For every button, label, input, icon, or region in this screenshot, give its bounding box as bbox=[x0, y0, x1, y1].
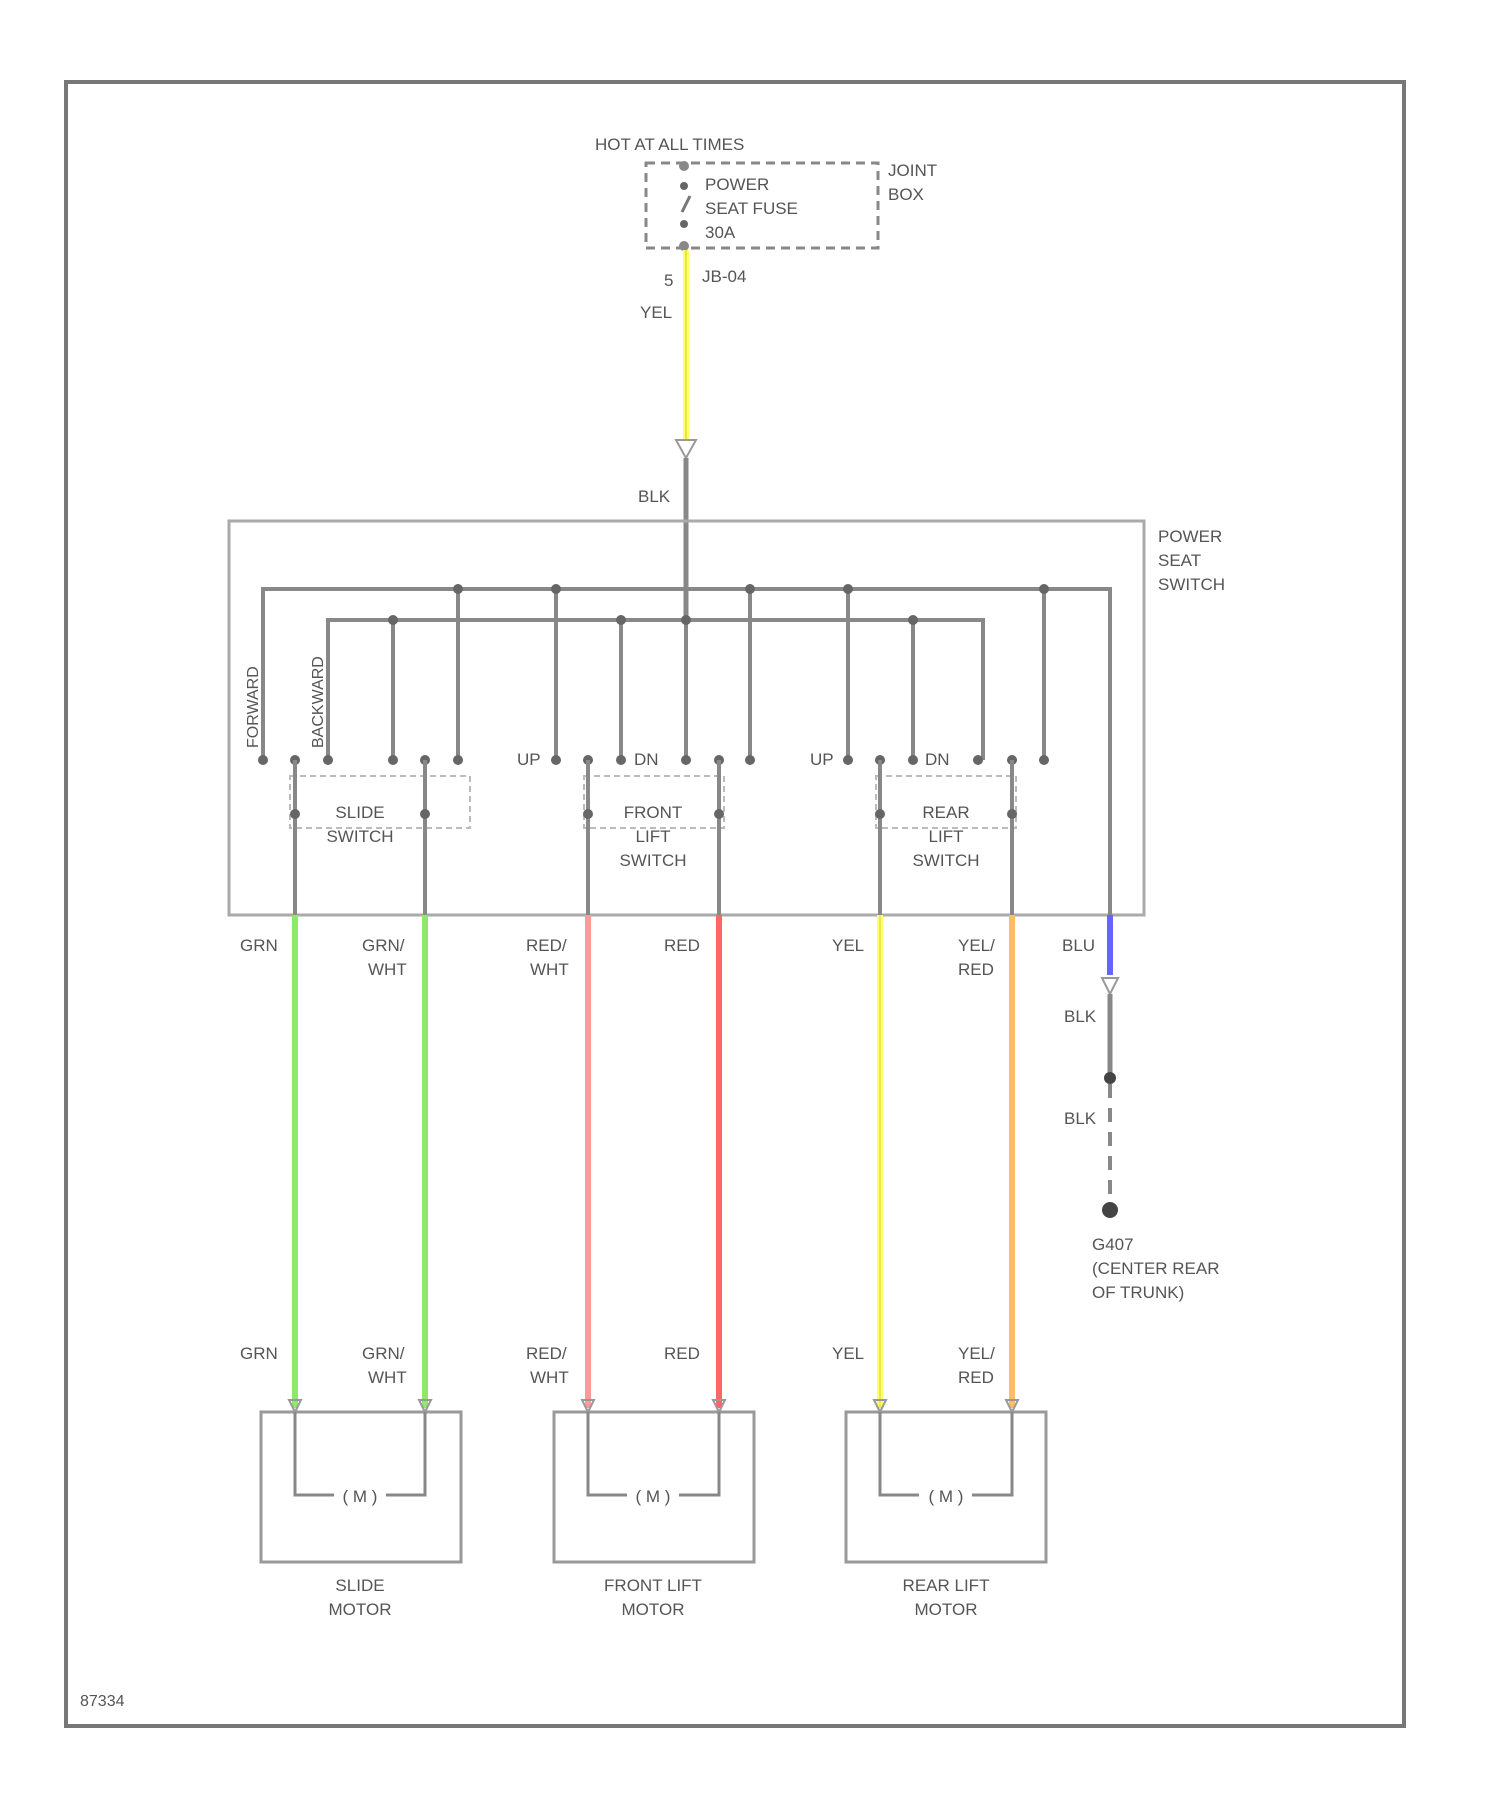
ground-location-label-2: (CENTER REAR bbox=[1092, 1259, 1220, 1278]
upper-label-red-wht-2: WHT bbox=[530, 960, 569, 979]
rear-lift-motor-symbol: ( M ) bbox=[929, 1487, 964, 1506]
slide-motor-leads bbox=[295, 1412, 425, 1495]
forward-label: FORWARD bbox=[245, 666, 262, 748]
diagram-frame bbox=[66, 82, 1404, 1726]
feed-wire-blk-label: BLK bbox=[638, 487, 671, 506]
slide-switch-label: SLIDE bbox=[335, 803, 384, 822]
rear-lift-motor: ( M ) REAR LIFT MOTOR bbox=[846, 1400, 1046, 1619]
rear-dn-label: DN bbox=[925, 750, 950, 769]
fuse-contact-top bbox=[680, 182, 688, 190]
slide-switch-label-2: SWITCH bbox=[326, 827, 393, 846]
fuse-connector-id: JB-04 bbox=[702, 267, 746, 286]
upper-label-grn-wht-2: WHT bbox=[368, 960, 407, 979]
lower-bus bbox=[328, 620, 983, 760]
rear-lift-switch-label-3: SWITCH bbox=[912, 851, 979, 870]
rear-lift-switch-label-2: LIFT bbox=[929, 827, 964, 846]
upper-label-yel-red: YEL/ bbox=[958, 936, 995, 955]
ground-location-label-3: OF TRUNK) bbox=[1092, 1283, 1184, 1302]
front-lift-switch-label-2: LIFT bbox=[636, 827, 671, 846]
upper-label-grn: GRN bbox=[240, 936, 278, 955]
rear-lift-motor-label-2: MOTOR bbox=[915, 1600, 978, 1619]
rear-lift-motor-label: REAR LIFT bbox=[903, 1576, 990, 1595]
front-up-label: UP bbox=[517, 750, 541, 769]
fuse-terminal-top bbox=[679, 161, 689, 171]
slide-motor-symbol: ( M ) bbox=[343, 1487, 378, 1506]
front-lift-switch-label: FRONT bbox=[624, 803, 683, 822]
front-lift-motor-label-2: MOTOR bbox=[622, 1600, 685, 1619]
lower-label-grn-wht-2: WHT bbox=[368, 1368, 407, 1387]
feed-wire-yel-label: YEL bbox=[640, 303, 672, 322]
power-seat-switch-label: POWER bbox=[1158, 527, 1222, 546]
slide-motor: ( M ) SLIDE MOTOR bbox=[261, 1400, 461, 1619]
upper-label-blu: BLU bbox=[1062, 936, 1095, 955]
front-lift-motor-leads bbox=[588, 1412, 719, 1495]
rear-up-label: UP bbox=[810, 750, 834, 769]
lower-label-red-wht: RED/ bbox=[526, 1344, 567, 1363]
upper-label-red: RED bbox=[664, 936, 700, 955]
upper-label-red-wht: RED/ bbox=[526, 936, 567, 955]
lower-label-yel-red: YEL/ bbox=[958, 1344, 995, 1363]
upper-label-yel: YEL bbox=[832, 936, 864, 955]
lower-label-yel-red-2: RED bbox=[958, 1368, 994, 1387]
front-dn-label: DN bbox=[634, 750, 659, 769]
slide-motor-label: SLIDE bbox=[335, 1576, 384, 1595]
slide-motor-label-2: MOTOR bbox=[329, 1600, 392, 1619]
fuse-element-icon bbox=[682, 196, 690, 212]
lower-label-red: RED bbox=[664, 1344, 700, 1363]
ground-point-icon bbox=[1102, 1202, 1118, 1218]
front-lift-motor-connectors bbox=[582, 1400, 725, 1412]
front-lift-motor-symbol: ( M ) bbox=[636, 1487, 671, 1506]
power-seat-switch-label-2: SEAT bbox=[1158, 551, 1201, 570]
joint-box-label-2: BOX bbox=[888, 185, 924, 204]
front-lift-switch-label-3: SWITCH bbox=[619, 851, 686, 870]
rear-lift-motor-connectors bbox=[874, 1400, 1018, 1412]
power-seat-switch-label-3: SWITCH bbox=[1158, 575, 1225, 594]
rear-lift-motor-leads bbox=[880, 1412, 1012, 1495]
rear-lift-switch-label: REAR bbox=[922, 803, 969, 822]
fuse-terminal-bottom bbox=[679, 241, 689, 251]
ground-splice-dot bbox=[1104, 1072, 1116, 1084]
front-lift-motor-label: FRONT LIFT bbox=[604, 1576, 702, 1595]
lower-label-grn: GRN bbox=[240, 1344, 278, 1363]
slide-motor-connectors bbox=[289, 1400, 431, 1412]
lower-label-yel: YEL bbox=[832, 1344, 864, 1363]
motor-wires bbox=[295, 915, 1012, 1408]
upper-label-yel-red-2: RED bbox=[958, 960, 994, 979]
inline-connector-icon bbox=[676, 440, 696, 458]
fuse-label-power: POWER bbox=[705, 175, 769, 194]
fuse-label-seat-fuse: SEAT FUSE bbox=[705, 199, 798, 218]
joint-box-label: JOINT bbox=[888, 161, 937, 180]
front-lift-motor: ( M ) FRONT LIFT MOTOR bbox=[554, 1400, 754, 1619]
upper-label-grn-wht: GRN/ bbox=[362, 936, 405, 955]
backward-label: BACKWARD bbox=[310, 656, 327, 748]
figure-id: 87334 bbox=[80, 1693, 125, 1710]
fuse-contact-bottom bbox=[680, 220, 688, 228]
hot-at-all-times-label: HOT AT ALL TIMES bbox=[595, 135, 744, 154]
fuse-block: HOT AT ALL TIMES POWER SEAT FUSE 30A JOI… bbox=[595, 135, 937, 290]
ground-connector-icon bbox=[1102, 978, 1118, 994]
lower-label-grn-wht: GRN/ bbox=[362, 1344, 405, 1363]
ground-wire-blk-label: BLK bbox=[1064, 1007, 1097, 1026]
fuse-pin-number: 5 bbox=[664, 271, 673, 290]
lower-label-red-wht-2: WHT bbox=[530, 1368, 569, 1387]
ground-wire-blk-label-2: BLK bbox=[1064, 1109, 1097, 1128]
fuse-label-rating: 30A bbox=[705, 223, 736, 242]
ground-location-label: G407 bbox=[1092, 1235, 1134, 1254]
